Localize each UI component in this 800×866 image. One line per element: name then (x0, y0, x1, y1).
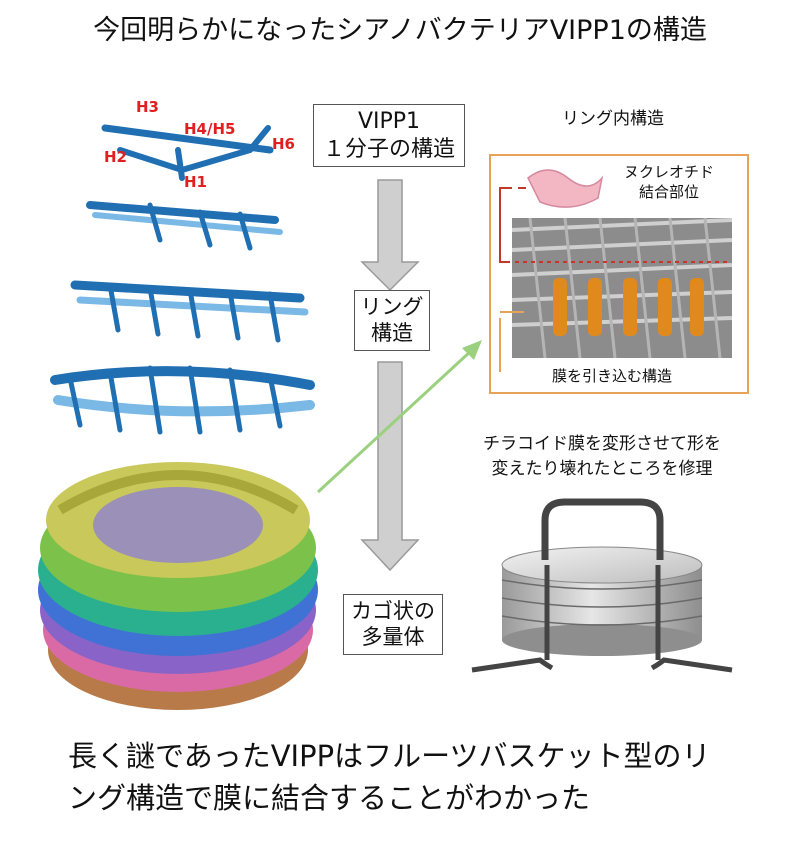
inset-bracket-markers (499, 187, 526, 372)
dimer-structure (86, 201, 283, 251)
monomer-step-line2: １分子の構造 (322, 136, 455, 162)
membrane-binding-helices (553, 278, 704, 336)
ring-step-line2: 構造 (371, 321, 413, 346)
process-arrows (360, 179, 420, 572)
page-title: 今回明らかになったシアノバクテリアVIPP1の構造 (93, 15, 707, 46)
helix-label-h4-h5: H4/H5 (184, 120, 236, 138)
cage-step-line2: 多量体 (361, 625, 425, 650)
nucleotide-molecule (527, 169, 604, 208)
monomer-structure (101, 124, 274, 181)
cage-step-box: カゴ状の 多量体 (343, 594, 443, 655)
conclusion-text: 長く謎であったVIPPはフルーツバスケット型のリ ング構造で膜に結合することがわ… (68, 739, 711, 816)
oligomer-row-structure (70, 280, 309, 343)
cage-step-line1: カゴ状の (351, 599, 435, 623)
ring-step-box: リング 構造 (354, 290, 430, 351)
helix-label-h3: H3 (136, 98, 159, 116)
inset-heading: リング内構造 (562, 109, 664, 129)
monomer-step-line1: VIPP1 (357, 109, 421, 134)
cage-basket-structure (38, 462, 318, 710)
helix-label-h1: H1 (184, 173, 207, 191)
membrane-pulling-label: 膜を引き込む構造 (552, 367, 673, 385)
helix-label-h2: H2 (104, 148, 127, 166)
ring-step-line1: リング (360, 295, 424, 319)
ring-band-structure (50, 365, 315, 435)
monomer-step-box: VIPP1 １分子の構造 (313, 104, 465, 167)
nucleotide-binding-label: ヌクレオチド 結合部位 (624, 163, 715, 202)
membrane-cylinder-schematic (471, 498, 733, 673)
function-text: チラコイド膜を変形させて形を 変えたり壊れたところを修理 (483, 434, 721, 479)
green-arrow (316, 340, 482, 494)
helix-label-h6: H6 (272, 135, 295, 153)
